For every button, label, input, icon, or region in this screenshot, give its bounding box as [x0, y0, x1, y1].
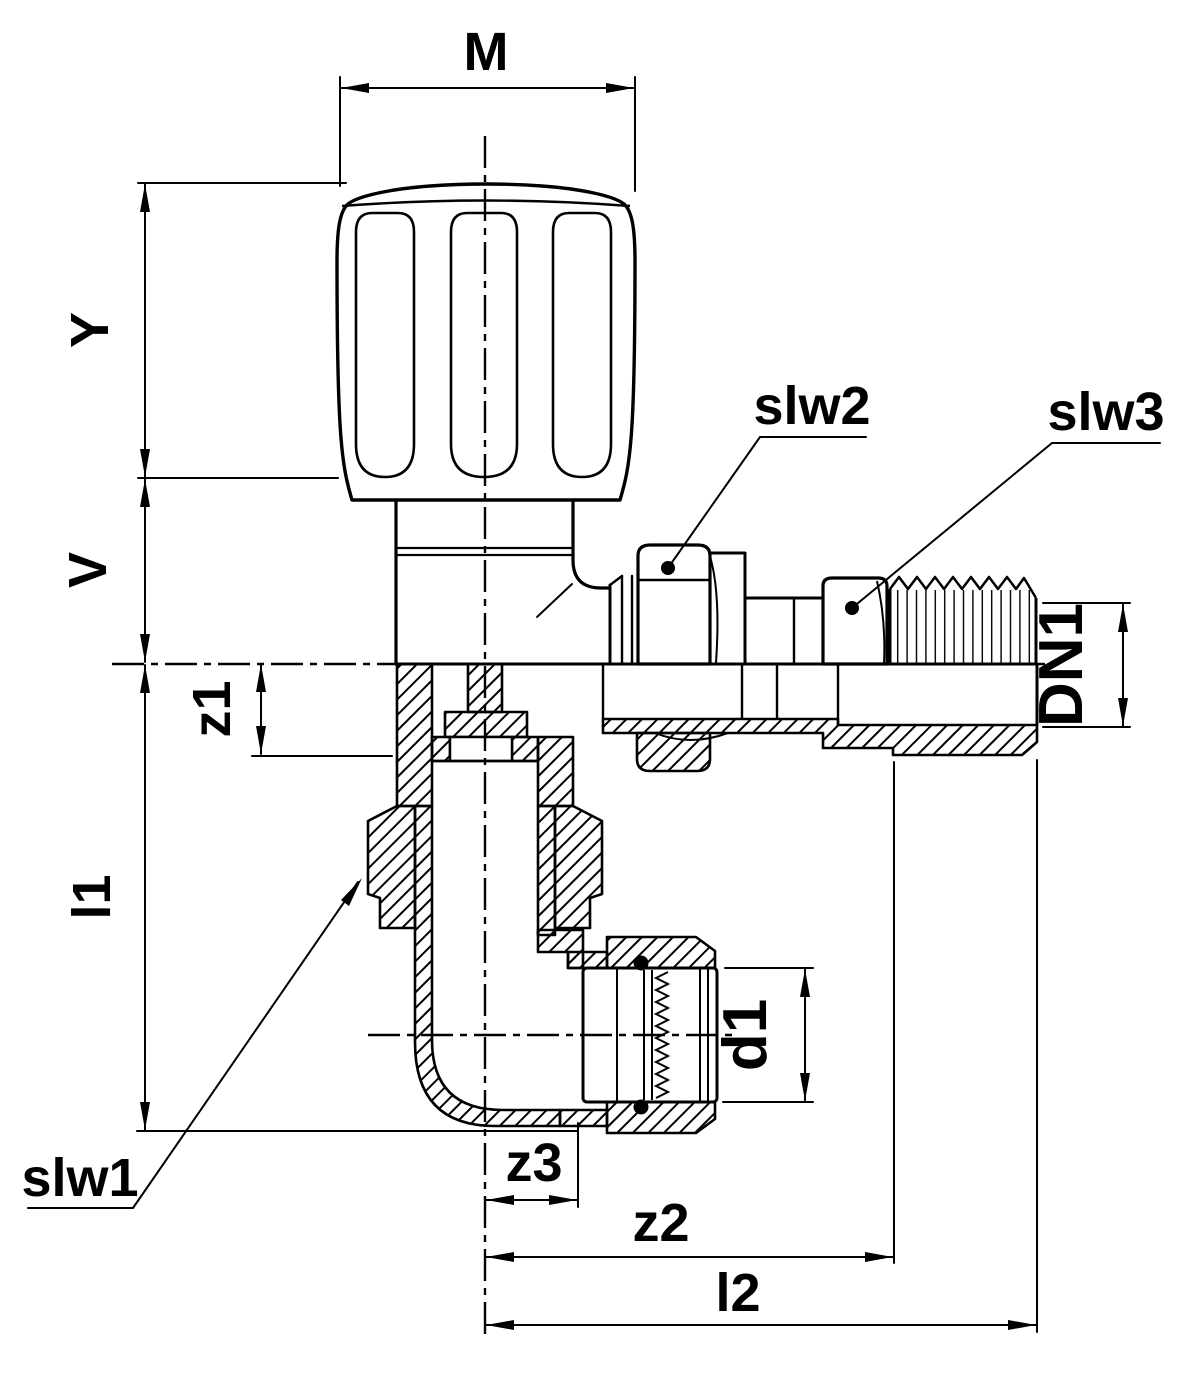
callout-label-slw2: slw2 [753, 376, 870, 436]
dim-label-l1: l1 [62, 874, 122, 919]
knob-slot-2 [449, 211, 519, 479]
tube-right-wall [536, 804, 557, 937]
o-ring-top [633, 955, 649, 971]
knob-slot-1 [354, 211, 416, 479]
dim-label-z2: z2 [632, 1193, 689, 1253]
male-thread [888, 575, 1038, 664]
seat-shoulder-left [430, 735, 452, 763]
connector-bottom-step [558, 1108, 609, 1128]
dim-label-v: V [58, 552, 118, 588]
dimension-labels: M Y V z1 l1 DN1 d1 z3 z2 l2 [58, 22, 1096, 1323]
bonnet-step [571, 554, 612, 590]
callout-label-slw1: slw1 [21, 1148, 138, 1208]
dim-label-m: M [464, 22, 509, 82]
leader-slw1 [132, 881, 359, 1209]
seat-disc [448, 735, 514, 763]
callout-label-slw3: slw3 [1047, 382, 1164, 442]
connector-top-step [566, 950, 609, 970]
callout-labels: slw1 slw2 slw3 [21, 376, 1164, 1208]
nut-slw2-backplate [710, 551, 747, 664]
thread-flanks [891, 590, 1035, 663]
connector-bottom-flange [605, 1100, 717, 1135]
leader-slw2-dot [661, 561, 675, 575]
body-left-wall [395, 662, 434, 808]
neck-chamfer-tick [536, 583, 573, 618]
o-ring-bottom [633, 1099, 649, 1115]
leader-slw3 [851, 442, 1053, 609]
knob-slot-3 [551, 211, 613, 479]
dim-label-z3: z3 [505, 1133, 562, 1193]
dim-label-d1: d1 [711, 999, 780, 1071]
dim-label-z1: z1 [182, 680, 242, 737]
centerlines [112, 136, 1058, 1340]
valve-bonnet [394, 498, 634, 666]
nut-slw2-face [636, 543, 712, 666]
body-section [366, 662, 1039, 1135]
knob [335, 182, 637, 502]
nut-slw2-bulge [708, 552, 719, 664]
dim-label-dn1: DN1 [1027, 603, 1096, 727]
arrowheads [140, 83, 1128, 1330]
dim-label-y: Y [60, 312, 120, 348]
nut-slw3-facet-arc [876, 580, 886, 664]
thread-crest [889, 575, 1038, 599]
slw1-arrowhead [341, 878, 362, 906]
nut-slw3-face [821, 576, 889, 666]
stem-cylinder [745, 596, 823, 664]
leader-slw3-dot [845, 601, 859, 615]
union-nut-slw2 [636, 543, 747, 666]
union-nut-slw3 [821, 576, 889, 666]
lower-boss [635, 731, 712, 773]
bore-lens-arc [654, 732, 729, 741]
connector-top-flange [605, 935, 717, 970]
body-right-wall [536, 735, 575, 808]
seat-shoulder-right [510, 735, 540, 763]
collar-chamfer [608, 574, 624, 587]
leader-slw2 [667, 436, 761, 569]
dim-label-l2: l2 [715, 1263, 760, 1323]
